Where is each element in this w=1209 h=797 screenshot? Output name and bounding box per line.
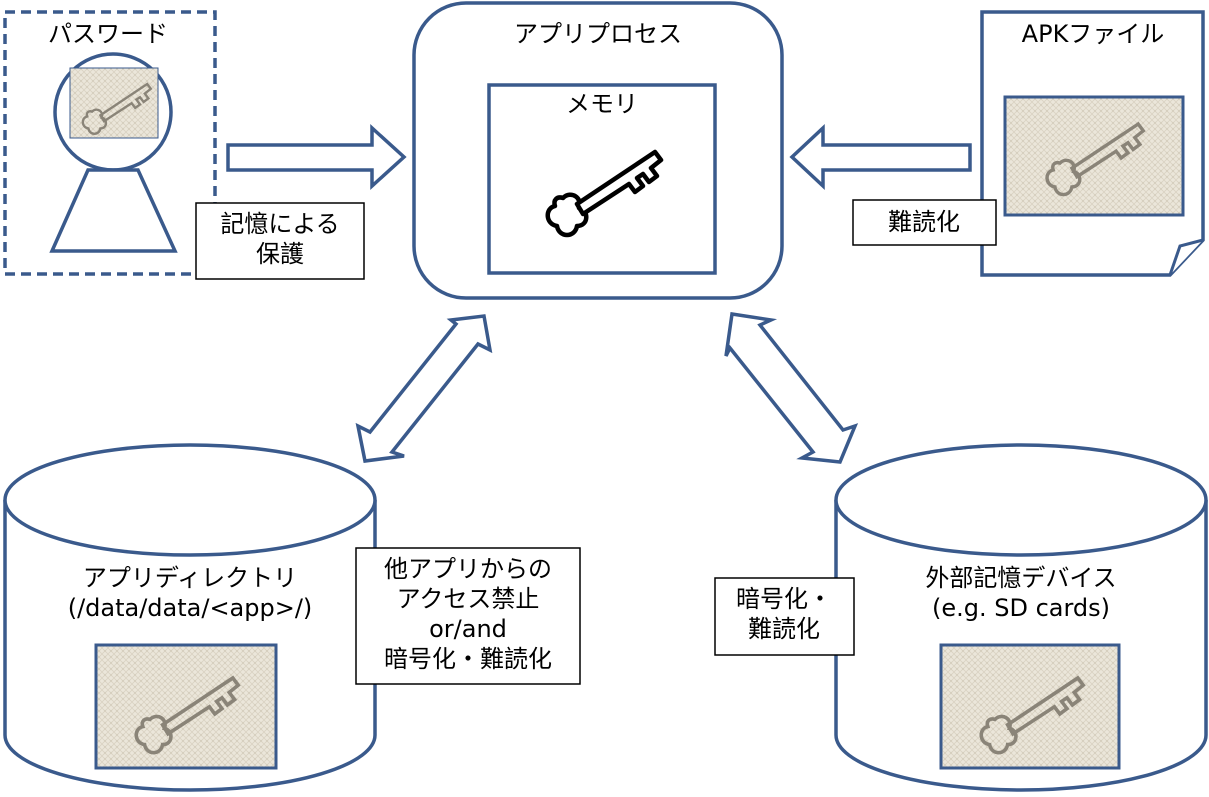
apk-page-fold	[1168, 238, 1204, 276]
arrow-apk-to-process	[789, 123, 972, 191]
app-process: アプリプロセス メモリ	[412, 1, 784, 300]
external-storage-key-thumbnail	[939, 643, 1121, 770]
app-directory-line1: アプリディレクトリ	[83, 564, 297, 592]
directory-note-line4: 暗号化・難読化	[384, 645, 552, 673]
external-note-line1: 暗号化・	[736, 585, 832, 613]
apk-key-thumbnail	[1003, 95, 1185, 217]
app-directory-line2: (/data/data/<app>/)	[68, 594, 313, 622]
external-storage-top	[834, 443, 1208, 557]
arrow-process-external	[724, 312, 859, 464]
external-storage-line1: 外部記憶デバイス	[925, 564, 1116, 592]
apk-file: APKファイル	[980, 10, 1205, 277]
arrow-process-directory	[355, 314, 493, 463]
directory-note-line1: 他アプリからの	[384, 555, 552, 583]
app-process-title: アプリプロセス	[514, 20, 682, 48]
protection-label-line1: 記憶による	[220, 210, 339, 238]
person-body	[49, 168, 178, 253]
protection-label: 記憶による 保護	[195, 202, 365, 280]
external-note: 暗号化・ 難読化	[714, 577, 855, 656]
directory-note-line2: アクセス禁止	[397, 585, 540, 613]
memory-box	[487, 83, 717, 275]
external-storage-cylinder: 外部記憶デバイス (e.g. SD cards)	[834, 443, 1208, 792]
app-directory-cylinder: アプリディレクトリ (/data/data/<app>/)	[3, 443, 377, 792]
apk-obfuscation-text: 難読化	[888, 208, 960, 236]
app-directory-top	[3, 443, 377, 557]
apk-obfuscation-label: 難読化	[852, 199, 997, 246]
app-directory-key-thumbnail	[94, 643, 278, 770]
directory-note: 他アプリからの アクセス禁止 or/and 暗号化・難読化	[355, 547, 581, 685]
arrow-password-to-process	[226, 124, 407, 190]
apk-title: APKファイル	[1022, 20, 1165, 48]
external-storage-line2: (e.g. SD cards)	[932, 594, 1110, 622]
memory-title: メモリ	[566, 90, 638, 118]
password-key-thumbnail	[69, 67, 159, 139]
external-note-line2: 難読化	[748, 615, 820, 643]
directory-note-line3: or/and	[429, 615, 507, 643]
protection-label-line2: 保護	[256, 240, 304, 268]
password-title: パスワード	[48, 20, 168, 48]
password-panel: パスワード	[3, 10, 217, 276]
